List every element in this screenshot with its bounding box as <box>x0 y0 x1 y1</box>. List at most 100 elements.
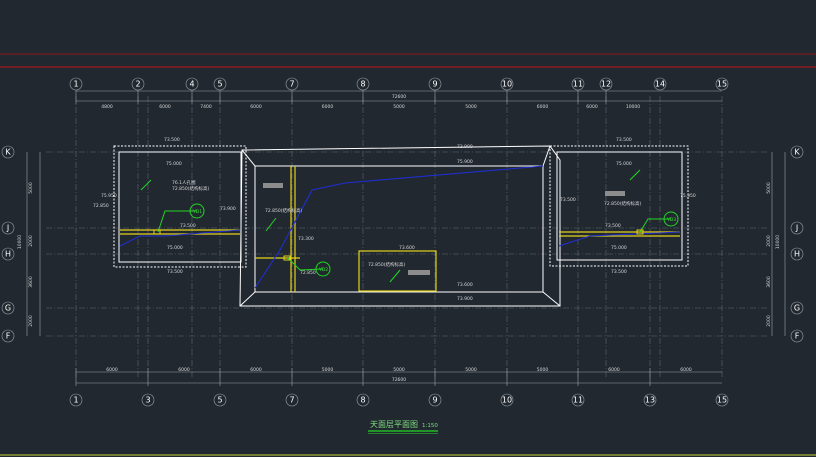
axis-label: 10 <box>502 396 512 405</box>
top-dimension-lines <box>76 90 722 102</box>
right-dim-seg-1: 5000 <box>766 182 772 194</box>
axis-bubble-bottom-7: 7 <box>285 393 299 407</box>
axis-label: 5 <box>217 396 222 405</box>
bottom-dim-segment: 5000 <box>537 367 549 373</box>
top-dim-segment: 6000 <box>159 104 171 110</box>
top-dim-segment: 5000 <box>465 104 477 110</box>
svg-text:73.500: 73.500 <box>616 137 632 143</box>
svg-text:YD1: YD1 <box>192 209 202 215</box>
axis-label: 4 <box>189 80 194 89</box>
axis-bubble-bottom-8: 8 <box>356 393 370 407</box>
svg-text:73.500: 73.500 <box>611 269 627 275</box>
axis-label: 9 <box>432 396 437 405</box>
right-total-dim: 10000 <box>775 235 781 249</box>
bottom-dim-segment: 6000 <box>178 367 190 373</box>
axis-bubble-right-K: K <box>790 145 804 159</box>
bottom-dim-segment: 5000 <box>393 367 405 373</box>
axis-label: K <box>5 148 11 157</box>
axis-bubble-bottom-13: 13 <box>643 393 657 407</box>
axis-label: F <box>6 332 11 341</box>
svg-text:YD2: YD2 <box>318 267 328 273</box>
left-dim-seg-4: 2000 <box>28 315 34 327</box>
bottom-dim-segment: 6000 <box>106 367 118 373</box>
axis-label: J <box>795 224 798 233</box>
svg-text:72.850: 72.850 <box>300 270 316 276</box>
green-arrows <box>140 169 641 283</box>
yellow-parapet-walls <box>120 166 680 292</box>
axis-label: 15 <box>717 80 727 89</box>
axis-label: 7 <box>289 80 294 89</box>
svg-text:72.850(结构标高): 72.850(结构标高) <box>368 261 406 268</box>
svg-text:73.600: 73.600 <box>457 282 473 288</box>
svg-text:72.850(结构标高): 72.850(结构标高) <box>265 207 303 214</box>
drawing-title-block: 天面层平面图 1:150 <box>368 420 438 434</box>
bottom-total-dim: 72600 <box>392 377 406 383</box>
axis-bubble-top-10: 10 <box>500 77 514 91</box>
axis-bubble-bottom-5: 5 <box>213 393 227 407</box>
axis-label: 13 <box>645 396 655 405</box>
axis-label: H <box>794 250 800 259</box>
svg-text:75.900: 75.900 <box>457 159 473 165</box>
axis-bubble-top-12: 12 <box>599 77 613 91</box>
svg-text:73.500: 73.500 <box>560 197 576 203</box>
svg-text:73.500: 73.500 <box>167 269 183 275</box>
left-dim-seg-3: 3600 <box>28 276 34 288</box>
bottom-dim-segment: 6000 <box>680 367 692 373</box>
axis-label: J <box>6 224 9 233</box>
axis-bubble-top-2: 2 <box>131 77 145 91</box>
drawing-scale: 1:150 <box>422 423 438 429</box>
center-block-annotations: 73.900 75.900 72.850(结构标高) 73.300 72.850… <box>220 144 473 302</box>
svg-text:75.000: 75.000 <box>616 161 632 167</box>
axis-label: 11 <box>573 396 583 405</box>
svg-text:73.600: 73.600 <box>399 245 415 251</box>
axis-bubble-top-9: 9 <box>428 77 442 91</box>
axis-label: 3 <box>145 396 150 405</box>
bottom-dim-segment: 6000 <box>250 367 262 373</box>
svg-text:75.000: 75.000 <box>166 161 182 167</box>
left-total-dim: 10000 <box>17 235 23 249</box>
axis-bubble-right-H: H <box>790 247 804 261</box>
axis-label: 12 <box>601 80 611 89</box>
svg-text:72.850: 72.850 <box>93 203 109 209</box>
axis-label: 5 <box>217 80 222 89</box>
right-dim-seg-4: 2000 <box>766 315 772 327</box>
top-dim-segment: 7400 <box>200 104 212 110</box>
axis-label: 15 <box>717 396 727 405</box>
left-block-annotations: 73.500 75.000 76.1人孔圈 72.850(结构标高) 75.95… <box>93 137 210 275</box>
axis-bubble-right-J: J <box>790 221 804 235</box>
drain-labels: YD1 YD2 YD3 <box>192 209 676 273</box>
top-dim-segment: 6000 <box>537 104 549 110</box>
axis-bubble-left-J: J <box>1 221 15 235</box>
left-dim-seg-1: 5000 <box>28 182 34 194</box>
axis-bubble-left-K: K <box>1 145 15 159</box>
axis-label: 10 <box>502 80 512 89</box>
svg-text:75.000: 75.000 <box>611 245 627 251</box>
bottom-dimension-lines <box>76 371 722 384</box>
axis-label: 2 <box>135 80 140 89</box>
top-dim-segment: 6000 <box>586 104 598 110</box>
axis-bubble-top-15: 15 <box>715 77 729 91</box>
svg-text:73.500: 73.500 <box>164 137 180 143</box>
top-dim-segment: 10000 <box>626 104 640 110</box>
axis-bubble-top-5: 5 <box>213 77 227 91</box>
svg-text:73.900: 73.900 <box>457 296 473 302</box>
top-total-dim: 72600 <box>392 94 406 100</box>
svg-text:73.500: 73.500 <box>180 223 196 229</box>
svg-text:73.900: 73.900 <box>220 206 236 212</box>
axis-bubble-bottom-1: 1 <box>69 393 83 407</box>
axis-bubble-left-F: F <box>1 329 15 343</box>
top-dim-segment: 6000 <box>250 104 262 110</box>
axis-label: G <box>5 304 11 313</box>
svg-text:75.950: 75.950 <box>680 193 696 199</box>
axis-bubble-left-G: G <box>1 301 15 315</box>
right-dim-seg-2: 2000 <box>766 235 772 247</box>
axis-bubble-right-F: F <box>790 329 804 343</box>
svg-text:72.850(结构标高): 72.850(结构标高) <box>172 185 210 192</box>
